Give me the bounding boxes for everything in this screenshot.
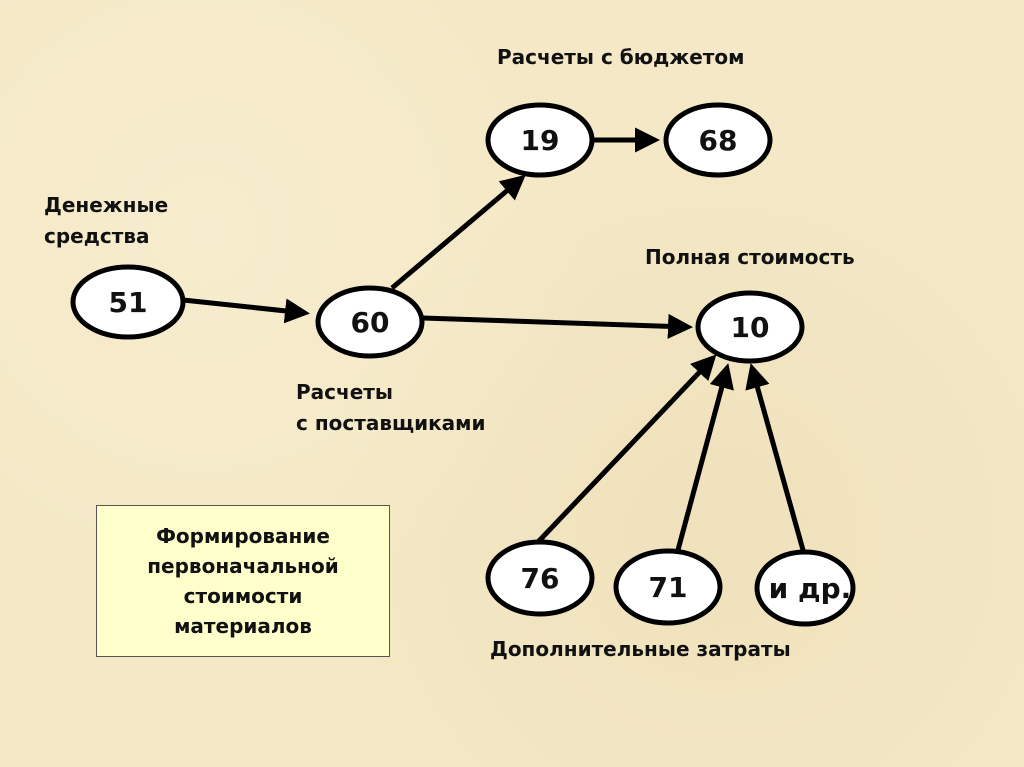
node-label: 60 (351, 306, 390, 339)
node-60: 60 (315, 285, 425, 359)
title-line: стоимости (183, 584, 303, 608)
title-line: первоначальной (147, 554, 339, 578)
label-cash-line2: средства (44, 224, 150, 248)
label-budget: Расчеты с бюджетом (497, 45, 745, 69)
node-label: 19 (521, 124, 560, 157)
node-71: 71 (613, 548, 723, 626)
node-other: и др. (754, 549, 856, 627)
node-label: и др. (769, 572, 852, 605)
label-full-cost: Полная стоимость (645, 245, 855, 269)
arrow-51-to-60 (182, 297, 310, 324)
node-label: 76 (521, 562, 560, 595)
title-box: Формирование первоначальной стоимости ма… (96, 505, 390, 657)
arrow-60-to-10 (422, 313, 693, 339)
arrow-71-to-10 (675, 363, 734, 551)
node-label: 71 (649, 571, 688, 604)
node-label: 10 (731, 311, 770, 344)
label-suppliers-line2: с поставщиками (296, 411, 486, 435)
node-label: 51 (109, 286, 148, 319)
label-cash-line1: Денежные (44, 193, 169, 217)
label-extra-costs: Дополнительные затраты (490, 637, 791, 661)
arrow-76-to-10 (536, 354, 717, 544)
node-19: 19 (485, 102, 595, 178)
label-suppliers-line1: Расчеты (296, 380, 393, 404)
node-10: 10 (695, 290, 805, 364)
node-label: 68 (699, 124, 738, 157)
node-51: 51 (70, 264, 186, 340)
title-line: материалов (174, 614, 312, 638)
arrow-60-to-19 (390, 174, 526, 290)
node-76: 76 (485, 539, 595, 617)
title-line: Формирование (156, 524, 330, 548)
node-68: 68 (663, 102, 773, 178)
arrow-other-to-10 (745, 363, 806, 551)
